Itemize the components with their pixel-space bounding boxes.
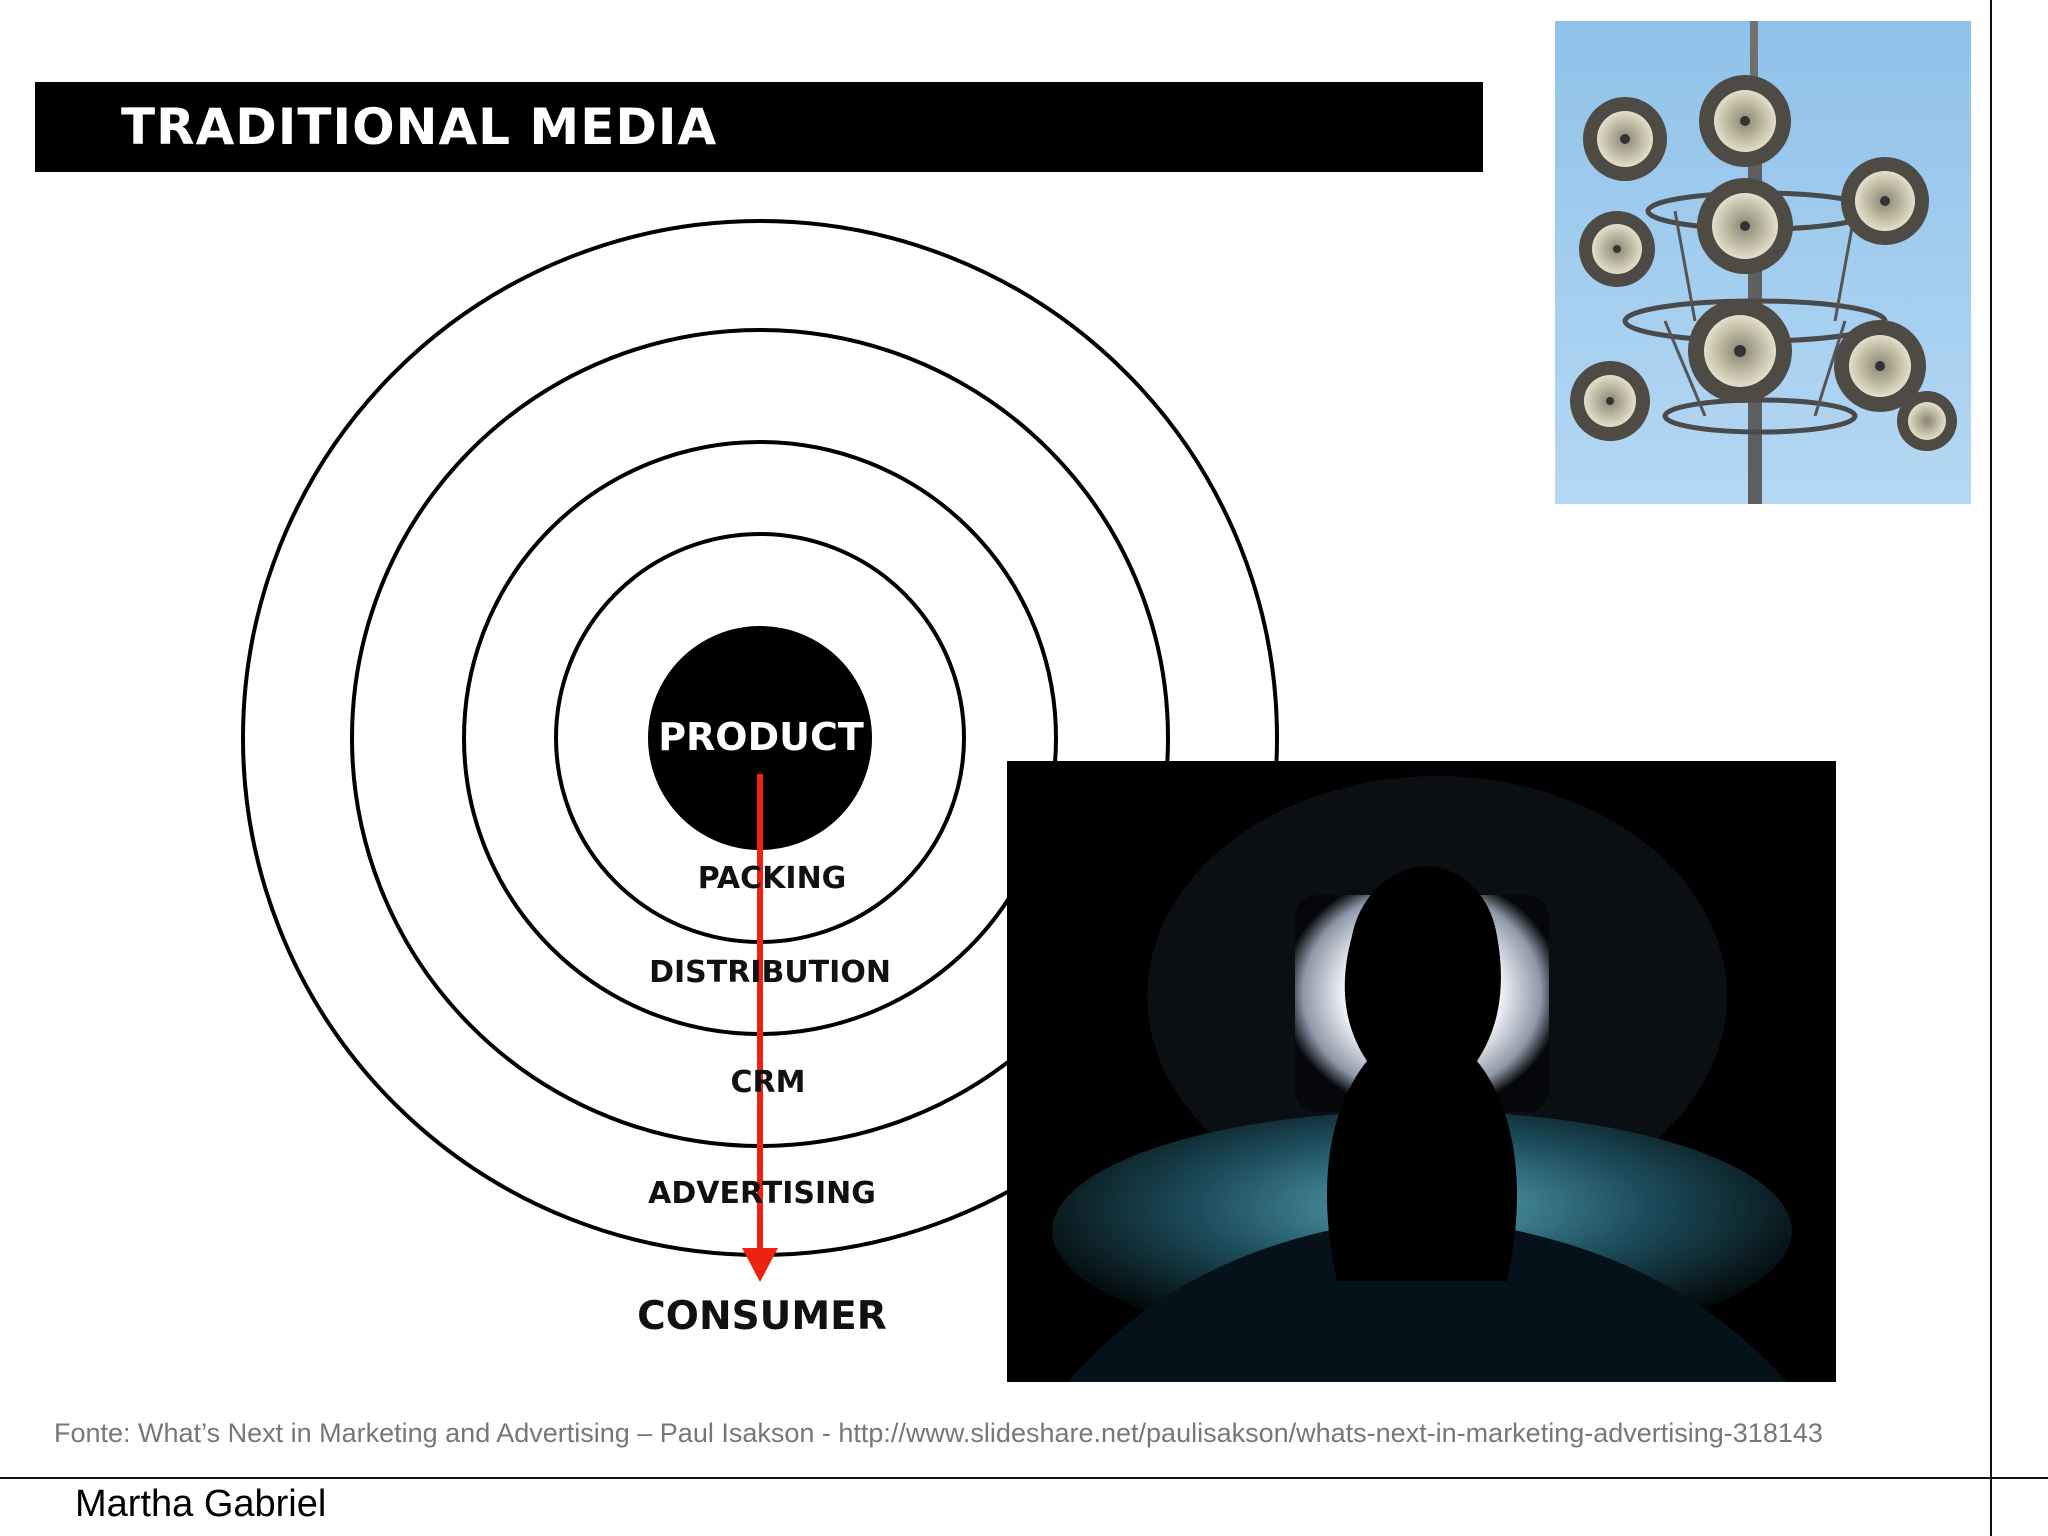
author-name: Martha Gabriel — [75, 1483, 326, 1526]
ring-label-packing: PACKING — [698, 861, 847, 896]
product-label: PRODUCT — [658, 715, 864, 759]
footer-divider — [0, 1477, 2048, 1479]
right-divider — [1990, 0, 1992, 1536]
tv-viewer-photo — [1007, 761, 1836, 1382]
ring-label-distribution: DISTRIBUTION — [649, 955, 891, 990]
ring-label-crm: CRM — [731, 1065, 806, 1100]
consumer-label: CONSUMER — [637, 1294, 887, 1339]
loudspeaker-tower-photo — [1555, 21, 1971, 504]
ring-label-advertising: ADVERTISING — [648, 1176, 876, 1211]
flow-arrow-head — [742, 1248, 778, 1282]
source-citation: Fonte: What’s Next in Marketing and Adve… — [54, 1418, 1823, 1449]
